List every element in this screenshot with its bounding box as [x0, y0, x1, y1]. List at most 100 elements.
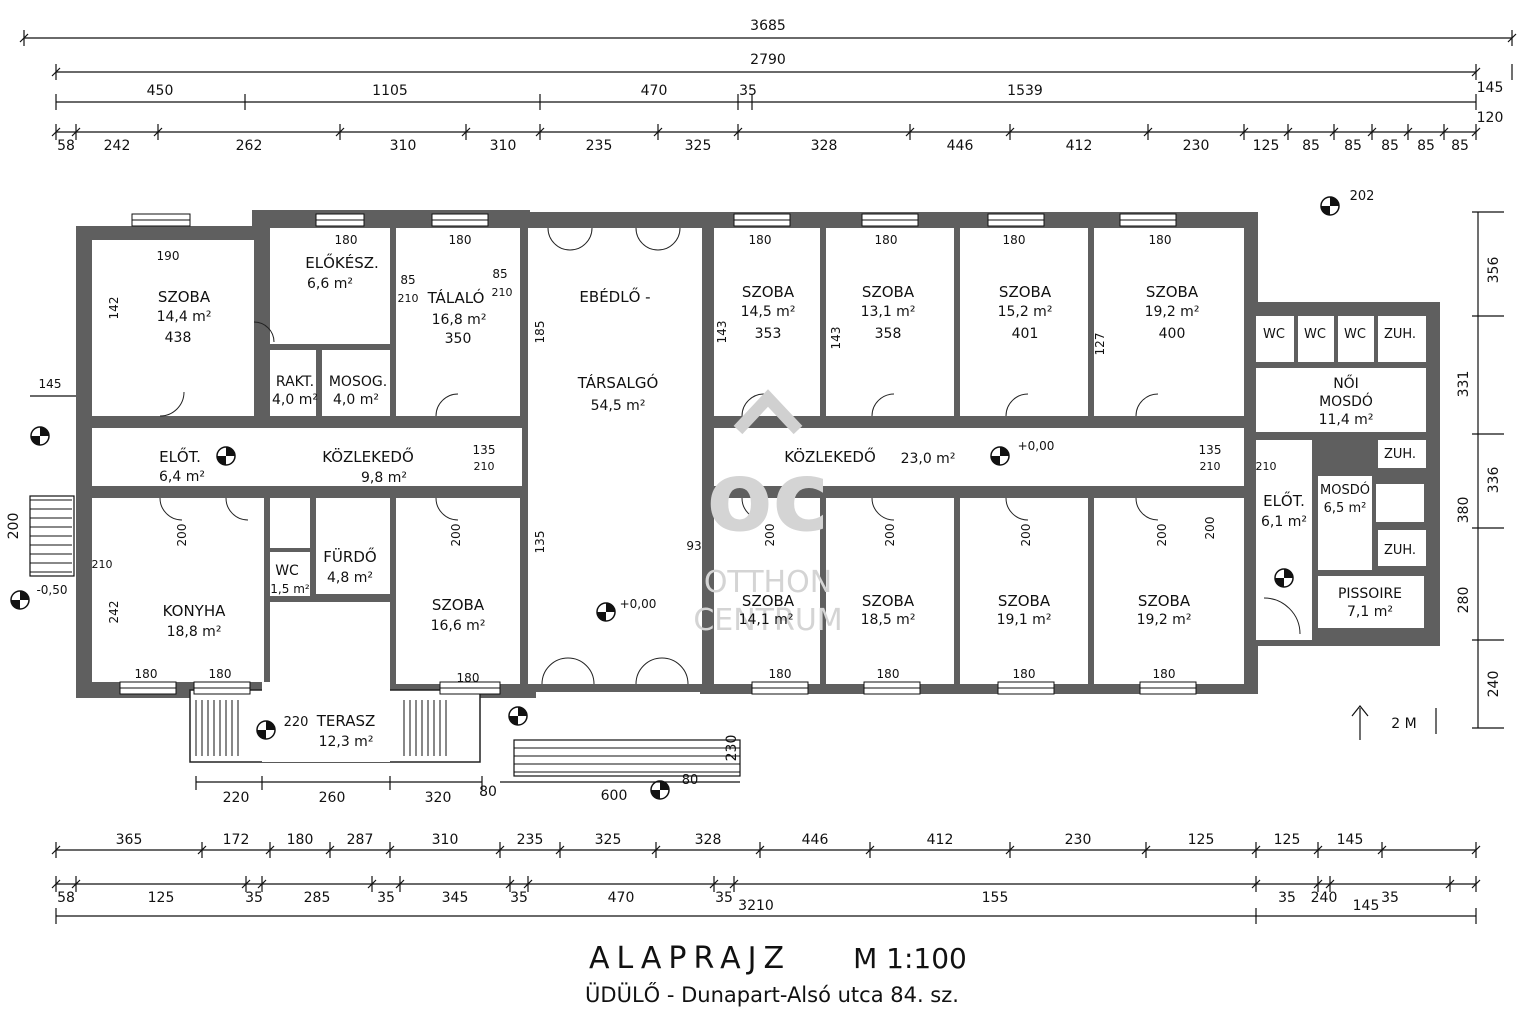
- opening-label: 180: [749, 233, 772, 247]
- opening-label: 135: [533, 531, 547, 554]
- dim-label: 230: [1065, 832, 1092, 848]
- dim-label: 412: [927, 832, 954, 848]
- dim-label: 180: [287, 832, 314, 848]
- dim-tick-mark: [1367, 127, 1377, 137]
- room-name: WC: [1263, 327, 1285, 342]
- dim-tick-mark: [865, 845, 875, 855]
- opening-label: 180: [1003, 233, 1026, 247]
- dim-label: 287: [347, 832, 374, 848]
- opening-label: 190: [157, 249, 180, 263]
- dim-right: 380: [1456, 497, 1472, 524]
- room-name: FÜRDŐ: [323, 546, 376, 566]
- dim-label: 242: [104, 138, 131, 154]
- opening-label: 210: [474, 460, 495, 473]
- dim-tick-mark: [1403, 127, 1413, 137]
- room-name: SZOBA: [862, 592, 915, 610]
- dim-tick-mark: [153, 127, 163, 137]
- opening-label: 200: [449, 524, 463, 547]
- room-name: SZOBA: [862, 283, 915, 301]
- right-dimensions: 356 331 336 380 280 240: [1456, 211, 1504, 729]
- opening-label: 200: [1019, 524, 1033, 547]
- dim-tick-mark: [257, 879, 267, 889]
- dim-tick-mark: [1313, 879, 1323, 889]
- drawing-title: ALAPRAJZ: [589, 941, 791, 976]
- room-labels: SZOBA 14,4 m² 438 ELŐKÉSZ. 6,6 m² TÁLALÓ…: [157, 252, 1416, 750]
- dim-label: 470: [608, 890, 635, 906]
- opening-label: 135: [1199, 443, 1222, 457]
- room-area: 6,4 m²: [159, 469, 205, 485]
- dim-r2-0: 450: [147, 83, 174, 99]
- dim-tick-mark: [385, 845, 395, 855]
- level-marker-icon: [30, 426, 50, 446]
- opening-label: 180: [875, 233, 898, 247]
- terrace-dim: 80: [479, 784, 497, 800]
- room-area: 14,4 m²: [157, 309, 212, 325]
- room-name: TÁRSALGÓ: [577, 373, 659, 392]
- room-area: 4,8 m²: [327, 570, 373, 586]
- dim-tick-mark: [265, 845, 275, 855]
- level-marker-icon: [256, 720, 276, 740]
- dim-right: 240: [1486, 671, 1502, 698]
- dim-tick-mark: [1005, 845, 1015, 855]
- north-arrow: 2 M: [1351, 705, 1437, 740]
- dim-tick-mark: [523, 879, 533, 889]
- level-marker-icon: [990, 446, 1010, 466]
- room-area: 14,5 m²: [741, 304, 796, 320]
- room-name: PISSOIRE: [1338, 586, 1402, 602]
- dim-label: 365: [116, 832, 143, 848]
- room-area: 16,6 m²: [431, 618, 486, 634]
- dim-label: 325: [595, 832, 622, 848]
- dim-label: 35: [377, 890, 395, 906]
- opening-label: 180: [877, 667, 900, 681]
- terrace-dim: 260: [319, 790, 346, 806]
- level-markers: +0,00 +0,00 -0,50 202 220 80: [10, 189, 1375, 800]
- dim-r2-right: 120: [1477, 110, 1504, 126]
- room-area: 13,1 m²: [861, 304, 916, 320]
- room-extra: 350: [445, 331, 472, 347]
- opening-label: 85: [400, 273, 415, 287]
- room-extra: 353: [755, 326, 782, 342]
- room-area: 4,0 m²: [333, 392, 379, 408]
- room-name: SZOBA: [1146, 283, 1199, 301]
- dim-right: 331: [1456, 371, 1472, 398]
- opening-label: 180: [135, 667, 158, 681]
- level-marker-icon: [596, 602, 616, 622]
- dim-tick-mark: [1445, 879, 1455, 889]
- dim-label: 35: [245, 890, 263, 906]
- level-marker-icon: [1320, 196, 1340, 216]
- opening-label: 242: [107, 601, 121, 624]
- room-extra: 400: [1159, 326, 1186, 342]
- dim-tick-mark: [1471, 845, 1481, 855]
- dim-tick-mark: [1325, 879, 1335, 889]
- opening-label: 200: [763, 524, 777, 547]
- room-area: 6,1 m²: [1261, 514, 1307, 530]
- room-extra: 401: [1012, 326, 1039, 342]
- terrace-dim: 600: [601, 788, 628, 804]
- room-area: 18,5 m²: [861, 612, 916, 628]
- dim-tick-mark: [241, 879, 251, 889]
- dim-r2-2: 470: [641, 83, 668, 99]
- level-label: +0,00: [1018, 439, 1055, 453]
- dim-label: 325: [685, 138, 712, 154]
- dim-label: 240: [1311, 890, 1338, 906]
- dim-label: 345: [442, 890, 469, 906]
- room-extra: 438: [165, 330, 192, 346]
- level-label: 202: [1350, 189, 1375, 204]
- dim-tick-mark: [1251, 879, 1261, 889]
- watermark-logo: oc: [707, 441, 830, 553]
- level-marker-icon: [1274, 568, 1294, 588]
- dim-tick-mark: [1439, 127, 1449, 137]
- dim-tick-mark: [535, 127, 545, 137]
- room-area: 19,2 m²: [1145, 304, 1200, 320]
- level-label: +0,00: [620, 597, 657, 611]
- opening-label: 143: [829, 327, 843, 350]
- opening-label: 180: [1149, 233, 1172, 247]
- dim-tick-mark: [71, 127, 81, 137]
- opening-label: 200: [1155, 524, 1169, 547]
- dim-tick-mark: [1471, 127, 1481, 137]
- dim-tick-mark: [51, 127, 61, 137]
- opening-label: 210: [92, 558, 113, 571]
- room-area: 14,1 m²: [739, 612, 794, 628]
- level-marker-icon: [10, 590, 30, 610]
- stairs: [29, 495, 741, 777]
